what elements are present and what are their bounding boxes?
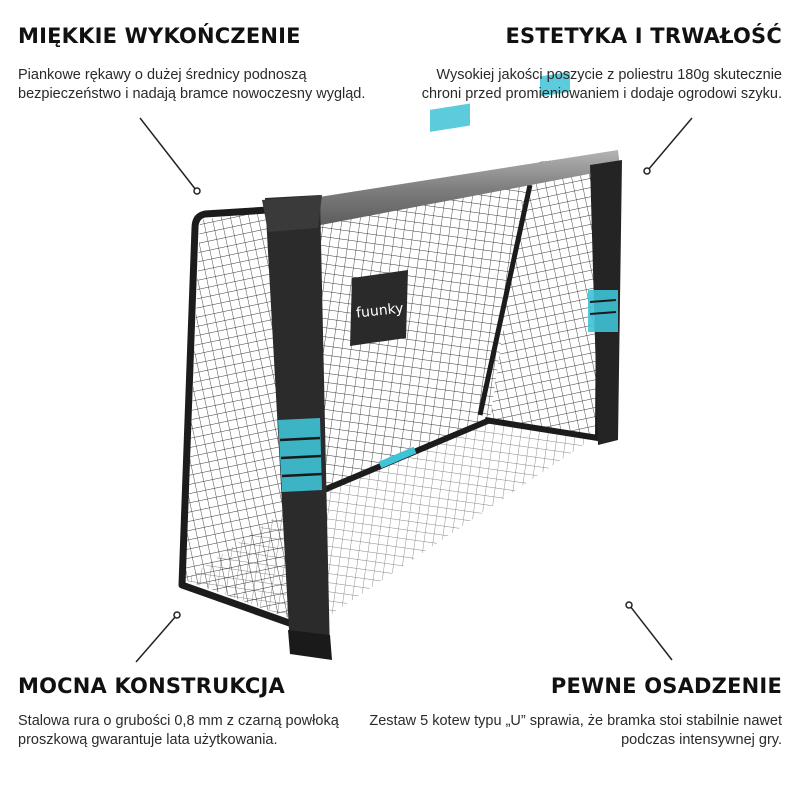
callout-line-bottom-right — [629, 605, 673, 661]
callout-dot-bottom-left — [173, 611, 181, 619]
left-post-accent — [278, 418, 322, 492]
back-net — [300, 180, 525, 500]
callout-line-bottom-left — [135, 615, 177, 663]
brand-tag — [350, 270, 408, 346]
back-support — [477, 184, 533, 416]
feature-title: PEWNE OSADZENIE — [550, 674, 782, 698]
feature-title: MIĘKKIE WYKOŃCZENIE — [18, 24, 301, 48]
feature-strong-construction: MOCNA KONSTRUKCJA Stalowa rura o grubośc… — [18, 674, 378, 750]
right-side-net — [490, 160, 600, 435]
feature-description: Piankowe rękawy o dużej średnicy podnosz… — [18, 67, 366, 102]
left-post-accent-line-3 — [281, 472, 323, 478]
feature-secure-anchoring: PEWNE OSADZENIE Zestaw 5 kotew typu „U” … — [362, 674, 782, 750]
callout-dot-bottom-right — [625, 601, 633, 609]
right-post-accent-line-2 — [589, 311, 617, 315]
right-post-accent-lines — [589, 299, 617, 303]
feature-soft-finish: MIĘKKIE WYKOŃCZENIE Piankowe rękawy o du… — [18, 24, 398, 104]
crossbar-accent-2 — [540, 71, 570, 97]
brand-logo: fuunky — [355, 301, 404, 322]
left-frame-tube — [178, 206, 297, 629]
crossbar — [300, 150, 620, 228]
feature-title: MOCNA KONSTRUKCJA — [18, 674, 285, 698]
feature-description: Zestaw 5 kotew typu „U” sprawia, że bram… — [369, 713, 782, 748]
ground-accent — [378, 446, 417, 469]
right-post-accent — [588, 290, 618, 332]
left-post-base — [288, 630, 332, 660]
feature-description: Stalowa rura o grubości 0,8 mm z czarną … — [18, 713, 339, 748]
left-post-accent-line-1 — [279, 436, 321, 442]
callout-line-top-left — [139, 117, 197, 191]
left-post-accent-line-2 — [280, 454, 322, 460]
callout-line-top-right — [647, 117, 693, 171]
crossbar-accent-1 — [430, 103, 470, 132]
feature-description: Wysokiej jakości poszycie z poliestru 18… — [421, 67, 782, 102]
feature-aesthetics-durability: ESTETYKA I TRWAŁOŚĆ Wysokiej jakości pos… — [402, 24, 782, 104]
callout-dot-top-right — [643, 167, 651, 175]
callout-dot-top-left — [193, 187, 201, 195]
feature-title: ESTETYKA I TRWAŁOŚĆ — [505, 24, 782, 48]
left-side-net — [185, 210, 300, 620]
left-post-top-cap — [262, 195, 322, 232]
